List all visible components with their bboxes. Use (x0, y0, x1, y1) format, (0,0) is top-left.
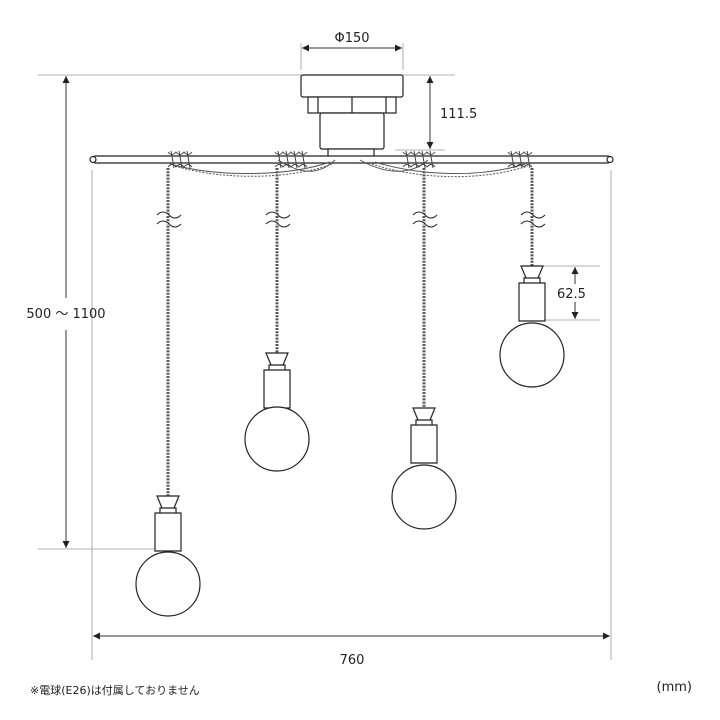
cord-break-symbol (265, 211, 291, 228)
socket (410, 407, 438, 464)
cord-break-symbol (520, 211, 546, 228)
socket (518, 265, 546, 322)
pendant-2 (244, 168, 310, 472)
socket (263, 352, 291, 409)
draped-cords (169, 159, 529, 178)
rope-wrap (167, 150, 193, 169)
cord-break-symbol (156, 211, 182, 228)
pendant-4 (499, 168, 565, 388)
label-socket-height: 62.5 (557, 287, 586, 302)
label-canopy-height: 111.5 (440, 107, 477, 122)
bulb (499, 322, 565, 388)
rope-wraps (167, 150, 533, 169)
pendant-1 (135, 168, 201, 617)
footnote-bulb-not-included: ※電球(E26)は付属しておりません (30, 684, 200, 697)
rope-wrap (274, 150, 308, 169)
ceiling-canopy (300, 74, 404, 158)
rope-wrap (507, 150, 533, 169)
pendant-3 (391, 168, 457, 530)
bulb (135, 551, 201, 617)
rope-wrap (402, 150, 436, 169)
label-total-width: 760 (340, 653, 365, 668)
dimension-lines (62, 44, 610, 640)
unit-label: (mm) (656, 680, 692, 695)
bulb (391, 464, 457, 530)
label-drop-range: 500 ～ 1100 (26, 307, 105, 322)
label-canopy-diameter: Φ150 (334, 31, 369, 46)
cord-break-symbol (412, 211, 438, 228)
socket (154, 495, 182, 552)
bulb (244, 406, 310, 472)
horizontal-bar (89, 155, 614, 164)
extension-lines (38, 43, 612, 660)
